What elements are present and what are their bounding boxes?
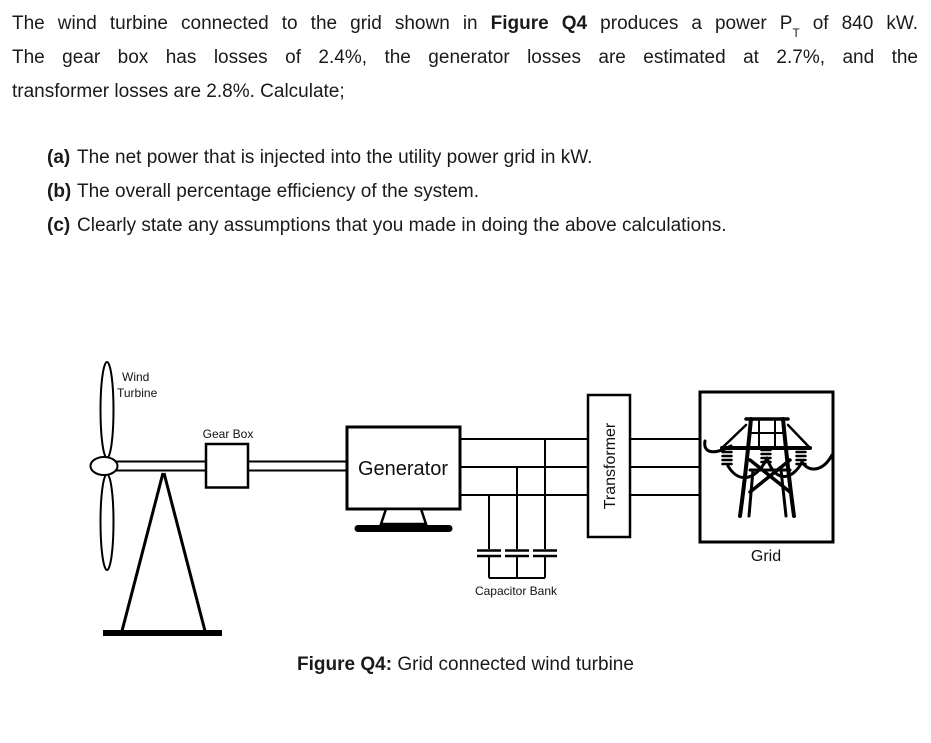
figure-caption-bold: Figure Q4: — [297, 654, 393, 675]
task-a-label: (a) — [47, 147, 71, 168]
gear-box — [204, 442, 250, 489]
tower-frame-verticals — [748, 418, 786, 449]
generator-stand — [354, 507, 453, 532]
wind-turbine-drawing — [89, 361, 119, 571]
capacitor-bank-label: Capacitor Bank — [475, 584, 558, 598]
tower-right-mast — [781, 417, 796, 518]
capacitor-bank — [477, 439, 557, 579]
problem-line-1-post: of 840 kW. — [799, 13, 919, 34]
task-a-text: The net power that is injected into the … — [77, 147, 593, 168]
power-wire-sag-1 — [726, 456, 769, 479]
capacitor-drop-lines — [488, 439, 546, 549]
task-b-text: The overall percentage efficiency of the… — [77, 181, 480, 202]
wind-turbine-label-line1: Wind — [122, 370, 149, 384]
insulator-string-right — [795, 450, 807, 466]
transformer-box — [586, 393, 632, 539]
tower-arm-braces — [720, 423, 812, 450]
bus-lines-transformer-to-grid — [630, 438, 700, 496]
problem-statement: The wind turbine connected to the grid s… — [12, 7, 918, 109]
figure-reference: Figure Q4 — [490, 13, 588, 34]
capacitor-plates — [477, 549, 557, 558]
tower-left-mast — [738, 417, 753, 518]
wind-turbine-label-line2: Turbine — [117, 386, 158, 400]
problem-line-1-pre: The wind turbine connected to the grid s… — [12, 13, 491, 34]
generator-label: Generator — [358, 458, 448, 480]
task-c: (c) Clearly state any assumptions that y… — [47, 209, 907, 243]
task-a: (a) The net power that is injected into … — [47, 141, 907, 175]
generator-stand-neck — [379, 507, 428, 526]
problem-line-3: transformer losses are 2.8%. Calculate; — [12, 81, 345, 102]
power-subscript: T — [792, 26, 800, 40]
grid-label: Grid — [751, 548, 781, 565]
tower-legs — [120, 472, 207, 632]
task-b-label: (b) — [47, 181, 72, 202]
insulator-string-left — [721, 450, 733, 466]
figure-caption-text: Grid connected wind turbine — [392, 654, 634, 675]
problem-line-1: The wind turbine connected to the grid s… — [12, 7, 918, 41]
insulator-string-middle — [760, 448, 772, 464]
turbine-blade-bottom — [99, 473, 115, 571]
bus-lines-generator-to-transformer — [460, 438, 588, 496]
transmission-tower-icon — [703, 417, 834, 518]
generator-box — [345, 425, 462, 511]
three-phase-lines — [460, 438, 700, 496]
turbine-tower — [103, 472, 222, 636]
grid-box — [698, 390, 835, 544]
figure-caption: Figure Q4: Grid connected wind turbine — [0, 648, 931, 682]
capacitor-bottom-stubs — [488, 557, 546, 578]
power-wire-sag-2 — [765, 456, 804, 478]
task-b: (b) The overall percentage efficiency of… — [47, 175, 907, 209]
power-wire-left — [703, 439, 733, 454]
gear-box-label: Gear Box — [203, 427, 254, 441]
turbine-blade-top — [99, 361, 115, 459]
transformer-label: Transformer — [602, 422, 619, 509]
power-wire-right — [800, 453, 834, 471]
task-c-label: (c) — [47, 215, 71, 236]
problem-line-2: The gear box has losses of 2.4%, the gen… — [12, 47, 918, 68]
task-list: (a) The net power that is injected into … — [47, 141, 907, 243]
problem-line-1-mid: produces a power P — [587, 13, 793, 34]
turbine-hub — [89, 456, 119, 476]
task-c-text: Clearly state any assumptions that you m… — [77, 215, 727, 236]
